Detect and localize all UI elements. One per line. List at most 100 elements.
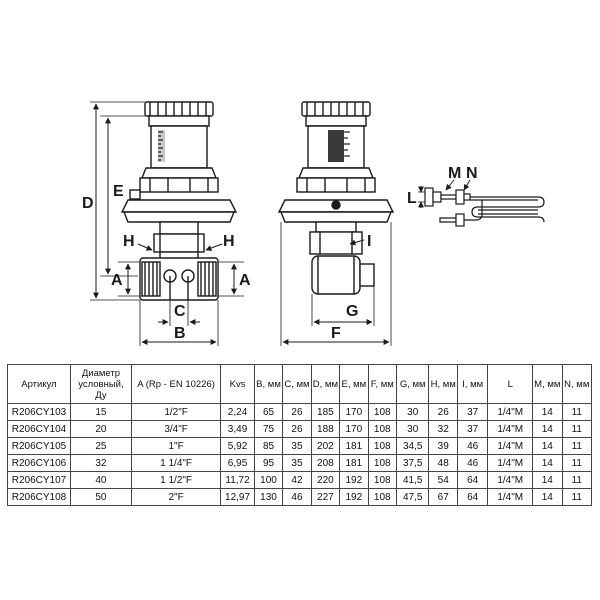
table-cell: 64 [456, 471, 489, 489]
table-cell: 12,97 [220, 488, 255, 506]
table-cell: 30 [395, 403, 430, 421]
table-cell: 11 [561, 403, 593, 421]
table-cell: 220 [310, 471, 341, 489]
table-cell: 54 [428, 471, 458, 489]
table-cell: 2"F [130, 488, 222, 506]
table-cell: 11,72 [220, 471, 255, 489]
table-cell: 3,49 [220, 420, 255, 438]
technical-drawing: D E H H A A C B I G F M N L [82, 101, 545, 346]
table-cell: 170 [339, 403, 369, 421]
column-header: I, мм [456, 364, 489, 404]
table-cell: 100 [253, 471, 284, 489]
table-cell: 85 [253, 437, 284, 455]
label-n: N [466, 165, 478, 182]
table-cell: 32 [428, 420, 458, 438]
table-cell: 170 [339, 420, 369, 438]
column-header: L [487, 364, 534, 404]
table-cell: 227 [310, 488, 341, 506]
table-cell: 50 [69, 488, 132, 506]
valve-side-view [277, 101, 395, 295]
table-cell: R206CY103 [7, 403, 71, 421]
label-m: M [448, 165, 461, 182]
table-cell: 48 [428, 454, 458, 472]
label-b: B [174, 325, 186, 342]
table-cell: 1 1/2"F [130, 471, 222, 489]
table-cell: R206CY108 [7, 488, 71, 506]
table-cell: 108 [367, 437, 397, 455]
table-cell: 1/4"M [487, 488, 534, 506]
table-cell: 14 [532, 420, 563, 438]
table-cell: 188 [310, 420, 341, 438]
column-header: Диаметр условный, Ду [69, 364, 132, 404]
table-cell: 42 [282, 471, 312, 489]
table-cell: 26 [282, 403, 312, 421]
table-cell: 108 [367, 471, 397, 489]
table-cell: 30 [395, 420, 430, 438]
table-cell: 14 [532, 488, 563, 506]
table-cell: 65 [253, 403, 284, 421]
table-cell: 67 [428, 488, 458, 506]
label-i: I [367, 233, 371, 250]
table-cell: 46 [456, 454, 489, 472]
table-cell: 185 [310, 403, 341, 421]
label-l: L [407, 190, 417, 207]
column-header: Kvs [220, 364, 255, 404]
valve-front-view [120, 101, 238, 301]
table-cell: 108 [367, 420, 397, 438]
table-cell: 41,5 [395, 471, 430, 489]
table-cell: 11 [561, 454, 593, 472]
label-a-right: A [239, 272, 251, 289]
table-cell: 26 [282, 420, 312, 438]
table-cell: 75 [253, 420, 284, 438]
column-header: B, мм [253, 364, 284, 404]
table-cell: 1/4"M [487, 454, 534, 472]
table-cell: R206CY105 [7, 437, 71, 455]
table-cell: 11 [561, 420, 593, 438]
table-cell: 32 [69, 454, 132, 472]
table-cell: 14 [532, 471, 563, 489]
table-cell: 202 [310, 437, 341, 455]
table-cell: 37 [456, 403, 489, 421]
table-cell: 1 1/4"F [130, 454, 222, 472]
column-header: H, мм [428, 364, 458, 404]
table-cell: 3/4"F [130, 420, 222, 438]
table-cell: 25 [69, 437, 132, 455]
column-header: N, мм [561, 364, 593, 404]
table-cell: 2,24 [220, 403, 255, 421]
specifications-table: Артикул Диаметр условный, Ду A (Rp - EN … [7, 364, 593, 506]
table-cell: 5,92 [220, 437, 255, 455]
label-h-left: H [123, 233, 135, 250]
table-cell: 34,5 [395, 437, 430, 455]
table-cell: R206CY106 [7, 454, 71, 472]
table-cell: 1/4"M [487, 437, 534, 455]
table-cell: 1/2"F [130, 403, 222, 421]
table-cell: 1/4"M [487, 403, 534, 421]
label-a-left: A [111, 272, 123, 289]
label-f: F [331, 325, 341, 342]
label-g: G [346, 303, 358, 320]
table-cell: 108 [367, 403, 397, 421]
label-h-right: H [223, 233, 235, 250]
column-header: A (Rp - EN 10226) [130, 364, 222, 404]
label-c: C [174, 303, 186, 320]
table-cell: 208 [310, 454, 341, 472]
table-cell: 14 [532, 454, 563, 472]
table-cell: 14 [532, 437, 563, 455]
column-header: Артикул [7, 364, 71, 404]
table-cell: 35 [282, 454, 312, 472]
front-view-dimensions [90, 101, 244, 346]
table-cell: 35 [282, 437, 312, 455]
table-cell: 192 [339, 471, 369, 489]
measuring-needles-detail [424, 187, 545, 227]
table-cell: 39 [428, 437, 458, 455]
table-cell: 46 [456, 437, 489, 455]
table-cell: 1/4"M [487, 420, 534, 438]
table-cell: 64 [456, 488, 489, 506]
table-cell: 192 [339, 488, 369, 506]
column-header: C, мм [282, 364, 312, 404]
side-view-dimensions [280, 222, 392, 346]
